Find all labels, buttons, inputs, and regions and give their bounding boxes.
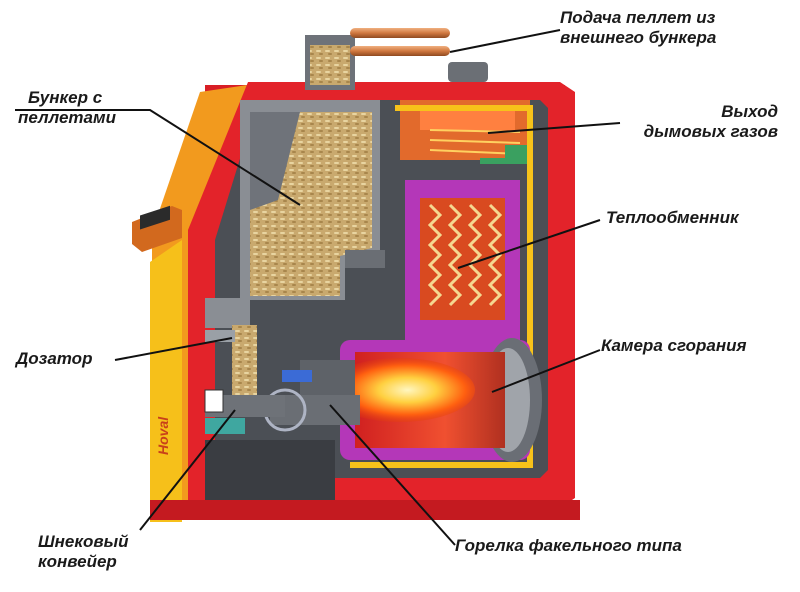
heat-exchanger (405, 180, 520, 340)
leader-screw-conveyor (139, 409, 236, 531)
leader-hopper (15, 109, 301, 206)
leader-flue-gas (487, 122, 621, 134)
label-screw-conveyor-line1: Шнековый (38, 532, 129, 551)
leader-heat-exchanger (457, 219, 601, 269)
pellet-hopper (240, 100, 385, 300)
leader-burner (329, 404, 456, 546)
label-combustion-chamber-text: Камера сгорания (601, 336, 747, 355)
pellet-feed-pipe (305, 28, 488, 90)
screw-conveyor (204, 389, 285, 434)
brand-logo: Hoval (155, 416, 171, 455)
label-screw-conveyor-line2: конвейер (38, 552, 117, 571)
combustion-chamber (325, 338, 542, 462)
label-flue-gas: Выход дымовых газов (644, 102, 778, 142)
dispenser (205, 298, 257, 395)
label-flue-gas-line1: Выход (721, 102, 778, 121)
label-flue-gas-line2: дымовых газов (643, 122, 778, 141)
label-heat-exchanger: Теплообменник (606, 208, 739, 228)
label-dispenser-text: Дозатор (16, 349, 93, 368)
label-burner-text: Горелка факельного типа (455, 536, 682, 555)
label-heat-exchanger-text: Теплообменник (606, 208, 739, 227)
label-hopper-line1: Бункер с (28, 88, 103, 107)
label-pellet-supply-line2: внешнего бункера (560, 28, 717, 47)
leader-pellet-supply (449, 29, 561, 53)
leader-lines (15, 29, 621, 546)
label-hopper-line2: пеллетами (18, 108, 116, 127)
label-hopper: Бункер с пеллетами (18, 88, 116, 128)
leader-combustion-chamber (491, 349, 601, 393)
control-panel (132, 205, 182, 252)
label-pellet-supply: Подача пеллет из внешнего бункера (560, 8, 716, 48)
label-pellet-supply-line1: Подача пеллет из (560, 8, 716, 27)
label-dispenser: Дозатор (16, 349, 92, 369)
leader-dispenser (114, 337, 233, 361)
label-combustion-chamber: Камера сгорания (601, 336, 747, 356)
label-screw-conveyor: Шнековый конвейер (38, 532, 129, 572)
label-burner: Горелка факельного типа (455, 536, 682, 556)
water-jacket (350, 105, 533, 468)
